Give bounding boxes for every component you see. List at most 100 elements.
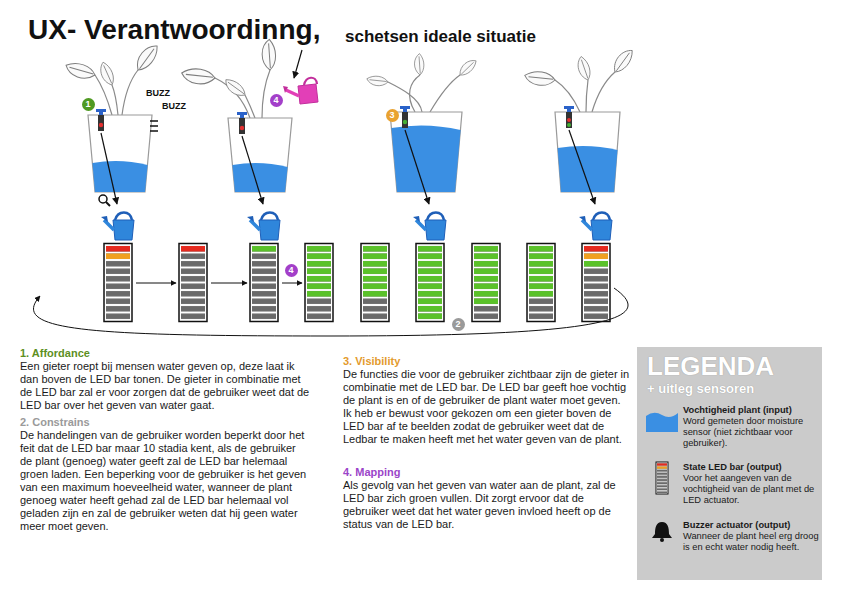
plant-pots <box>391 125 460 192</box>
leaf-shapes <box>456 58 479 77</box>
section-body: De functies die voor de gebruiker zichtb… <box>343 368 630 407</box>
led-bars <box>179 244 207 322</box>
plant-leaves <box>430 75 460 112</box>
buzzer-lines <box>150 130 158 132</box>
callout-number: 4 <box>270 94 283 107</box>
legend-item: Vochtigheid plant (input)Word gemeten do… <box>683 405 819 449</box>
buzzer-lines <box>150 125 158 127</box>
led-bars <box>106 246 130 252</box>
led-bars <box>361 244 389 322</box>
leaf-shapes <box>64 57 97 84</box>
callout-number: 4 <box>285 264 298 277</box>
plant-pots <box>232 163 287 192</box>
leaf-shapes <box>609 47 638 74</box>
led-bars <box>181 246 205 252</box>
section-body: Als gevolg van het geven van water aan d… <box>343 479 630 531</box>
led-bars <box>584 246 608 252</box>
led-bars <box>584 261 608 267</box>
led-bars <box>416 244 444 322</box>
text-column: 3. VisibilityDe functies die voor de geb… <box>343 355 630 531</box>
text-column: 1. AffordanceEen gieter roept bij mensen… <box>20 347 310 533</box>
sensor-arrows <box>101 133 117 204</box>
legend-heading: LEGENDA <box>647 351 822 381</box>
led-bars <box>363 245 387 298</box>
legend-subheading: + uitleg sensoren <box>647 381 822 397</box>
plant-leaves <box>410 75 420 112</box>
section-body: De handelingen van de gebruiker worden b… <box>20 429 310 533</box>
magnifier-icon <box>99 195 110 206</box>
led-bars <box>104 244 610 322</box>
sequence-arrows <box>33 283 628 336</box>
led-bars <box>529 245 553 298</box>
watering-cans <box>101 213 612 241</box>
section-body: Een gieter roept bij mensen water geven … <box>20 360 310 412</box>
sensor-arrows <box>242 136 263 204</box>
magnifier-icon <box>99 195 107 203</box>
callout-number: 2 <box>452 318 465 331</box>
plant-pots <box>88 112 620 192</box>
legend-label: State LED bar (output) <box>683 462 819 473</box>
legend-item: State LED bar (output)Voor het aangeven … <box>683 462 819 506</box>
moisture-sensors <box>403 120 407 124</box>
leaf-shapes <box>366 73 389 90</box>
sensor-arrows <box>101 50 595 204</box>
magnifier-icon <box>106 202 110 206</box>
page-title: UX- Verantwoordinng, <box>28 14 320 46</box>
led-bars <box>106 254 130 260</box>
led-bar-icon <box>656 462 668 494</box>
led-bars <box>361 244 389 322</box>
section-heading: 2. Constrains <box>20 416 310 429</box>
callout-number: 3 <box>386 109 399 122</box>
led-bars <box>305 244 333 322</box>
led-bars <box>179 244 207 322</box>
led-bars <box>250 244 278 322</box>
led-bar-icon <box>657 463 667 465</box>
buzzer-lines <box>150 121 158 131</box>
pink-watering-can <box>283 86 288 93</box>
led-bars <box>472 244 500 322</box>
sequence-arrows <box>282 283 302 284</box>
subtitle: schetsen ideale situatie <box>345 27 536 47</box>
plant-pots <box>558 146 618 192</box>
leaf-shapes <box>577 56 590 81</box>
legend-description: Word gemeten door moisture sensor (niet … <box>683 416 819 449</box>
led-bars <box>472 244 500 322</box>
moisture-sensors <box>567 118 571 122</box>
watering-cans <box>247 213 280 241</box>
buzz-label: BUZZ <box>162 101 186 111</box>
pink-watering-can <box>286 90 299 96</box>
pink-watering-can <box>298 84 318 104</box>
sensor-arrows <box>569 130 595 204</box>
led-bars <box>104 244 132 322</box>
bell-icon <box>660 538 664 542</box>
led-bars <box>416 244 444 322</box>
section-heading: 4. Mapping <box>343 466 630 479</box>
section-body: Ik heb er bewust voor gekozen om een gie… <box>343 407 630 446</box>
watering-cans <box>101 213 134 241</box>
plant-pots <box>390 112 462 192</box>
plant-pots <box>92 161 147 192</box>
buzzer-lines <box>150 120 158 122</box>
led-bars <box>305 244 333 322</box>
moisture-sensors <box>99 123 103 127</box>
sequence-arrows <box>33 288 628 336</box>
watering-cans <box>413 213 446 241</box>
led-bar-icon <box>657 467 667 469</box>
led-bars <box>250 244 278 322</box>
leaf-shapes <box>180 63 216 89</box>
sensor-arrows <box>294 50 302 78</box>
legend-description: Wanneer de plant heel erg droog is en ec… <box>683 531 819 553</box>
plant-leaves <box>592 72 615 112</box>
led-bars <box>527 244 555 322</box>
pink-watering-can <box>283 78 318 104</box>
leaf-shapes <box>523 67 556 91</box>
moisture-sensors <box>400 106 410 128</box>
plant-leaves <box>112 85 118 115</box>
buzz-label: BUZZ <box>146 88 170 98</box>
plant-pots <box>555 112 620 192</box>
section-heading: 3. Visibility <box>343 355 630 368</box>
led-bars <box>418 245 442 320</box>
leaf-shapes <box>223 75 247 101</box>
led-bars <box>582 244 610 322</box>
led-bars <box>307 245 331 298</box>
